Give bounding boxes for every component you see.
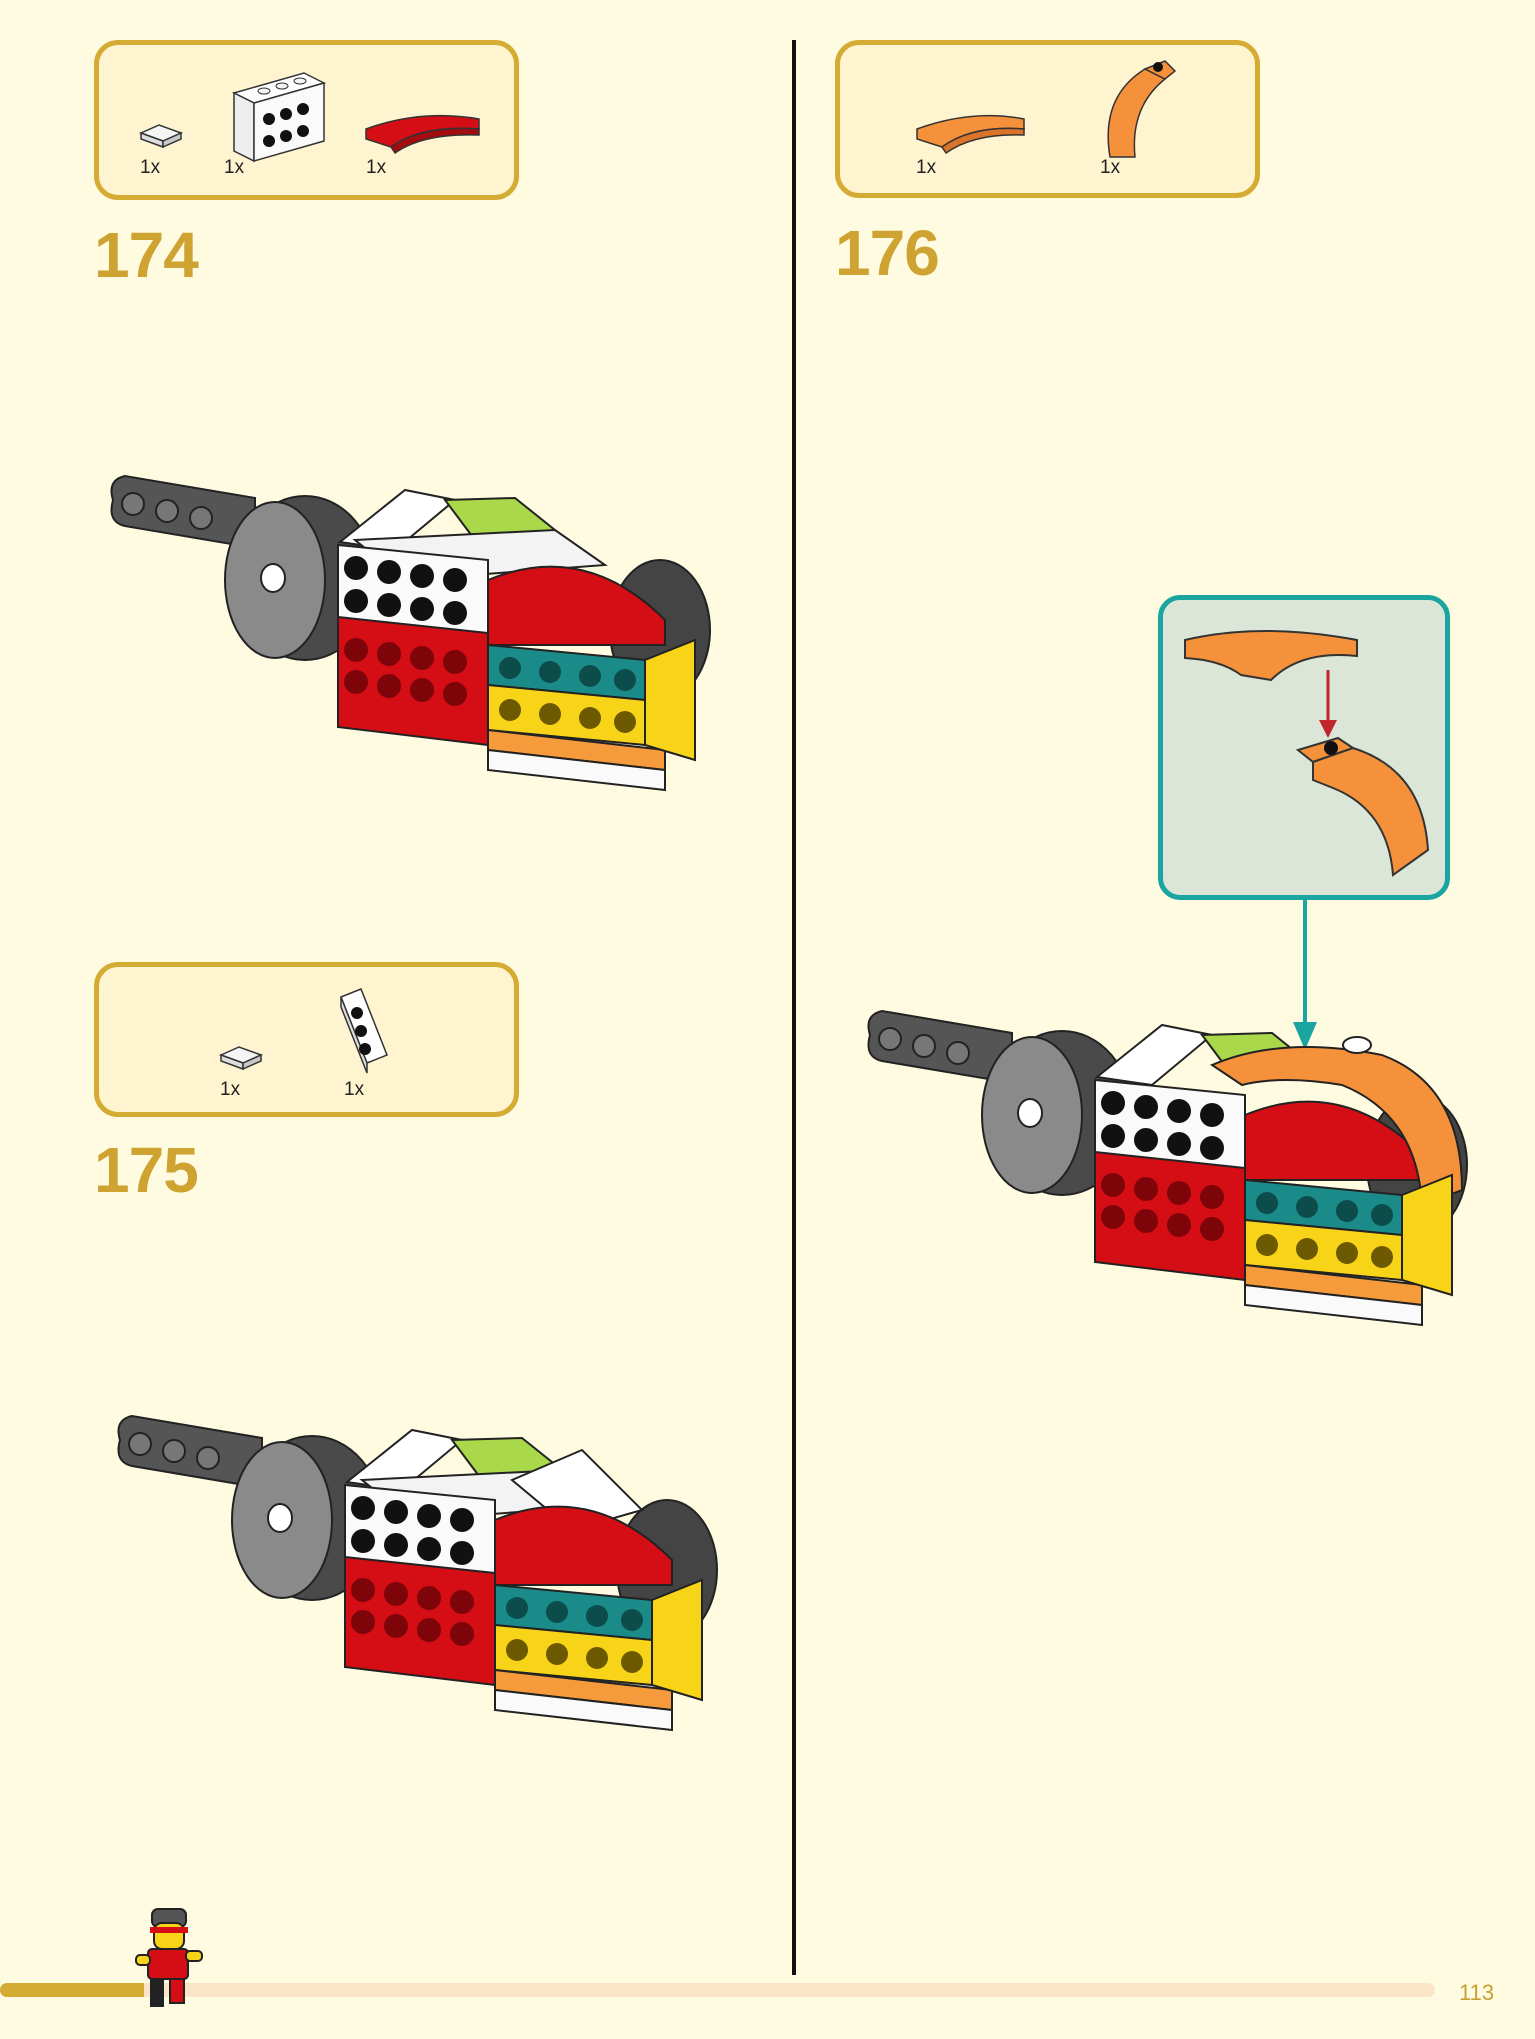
parts-box-step-174: 1x 1x 1x	[94, 40, 519, 200]
part-qty: 1x	[224, 157, 245, 178]
callout-curved-slope	[1184, 630, 1358, 682]
part-qty: 1x	[916, 157, 937, 178]
sub-assembly-callout	[1158, 595, 1450, 900]
model-assembly-step-174	[110, 474, 711, 792]
callout-arch-slope	[1295, 736, 1430, 877]
step-number: 175	[94, 1134, 199, 1206]
white-bracket-part	[231, 72, 327, 163]
white-tile-part	[138, 124, 184, 149]
progress-track	[0, 1983, 1435, 1997]
callout-pointer-arrow	[1293, 900, 1317, 1050]
part-qty: 1x	[1100, 157, 1121, 178]
parts-box-step-176: 1x 1x	[835, 40, 1260, 198]
model-assembly-step-175	[117, 1414, 718, 1732]
part-qty: 1x	[366, 157, 387, 178]
red-curved-slope-part	[365, 114, 480, 155]
insert-arrow	[1319, 670, 1337, 738]
step-number: 176	[835, 217, 940, 289]
white-tile-part	[218, 1046, 264, 1071]
column-divider	[792, 40, 796, 1975]
parts-box-step-175: 1x 1x	[94, 962, 519, 1117]
part-qty: 1x	[140, 157, 161, 178]
step-number: 174	[94, 219, 199, 291]
part-qty: 1x	[344, 1079, 365, 1100]
orange-curved-slope-part	[916, 114, 1025, 155]
progress-fill	[0, 1983, 144, 1997]
white-wedge-part	[340, 988, 388, 1074]
minifigure-mascot-icon	[135, 1908, 203, 2007]
page-number: 113	[1459, 1980, 1495, 2005]
model-assembly-step-176	[867, 1009, 1468, 1327]
part-qty: 1x	[220, 1079, 241, 1100]
orange-arch-slope-part	[1107, 60, 1177, 158]
